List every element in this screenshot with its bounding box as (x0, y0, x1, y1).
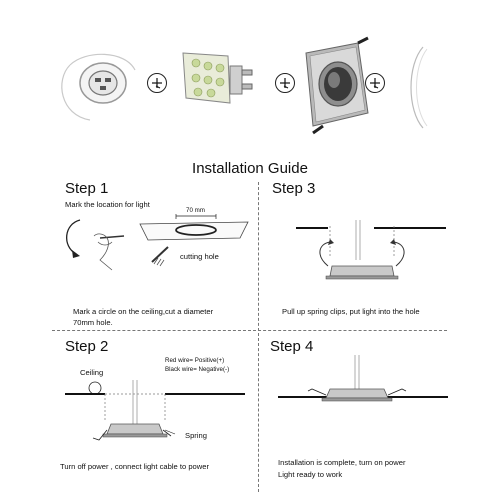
hand-drawing-icon (66, 219, 125, 271)
horizontal-divider (52, 330, 447, 331)
step1-caption-line2: 70mm hole. (73, 318, 113, 327)
step2-heading: Step 2 (65, 338, 109, 355)
step4-diagram (278, 355, 448, 402)
gu10-socket-with-spring (61, 53, 136, 121)
page-title: Installation Guide (192, 160, 308, 177)
led-bulb-image (182, 52, 253, 104)
step1-heading: Step 1 (65, 180, 109, 197)
plus-icon (147, 73, 167, 93)
step1-dim-label: 70 mm (186, 207, 205, 214)
step4-caption-line2: Light ready to work (278, 470, 343, 479)
trim-ring-image (410, 46, 428, 129)
step2-caption: Turn off power , connect light cable to … (60, 462, 210, 471)
step2-ceiling-label: Ceiling (80, 368, 104, 377)
step3-heading: Step 3 (272, 180, 316, 197)
step1-caption-line1: Mark a circle on the ceiling,cut a diame… (73, 307, 214, 316)
step3-caption: Pull up spring clips, put light into the… (282, 307, 420, 316)
step3-diagram (296, 220, 446, 280)
step2-red-wire: Red wire= Positive(+) (165, 357, 225, 364)
saw-icon (151, 246, 169, 267)
square-frame-image (305, 36, 369, 135)
step4-heading: Step 4 (270, 338, 314, 355)
step1-cut-label: cutting hole (180, 252, 219, 261)
step2-diagram (65, 380, 245, 441)
plus-icon (275, 73, 295, 93)
step2-spring-label: Spring (185, 431, 207, 440)
step4-caption-line1: Installation is complete, turn on power (278, 458, 406, 467)
plus-icon (365, 73, 385, 93)
step2-black-wire: Black wire= Negative(-) (165, 366, 230, 373)
vertical-divider (258, 182, 259, 492)
step1-mark-label: Mark the location for light (65, 200, 150, 209)
ceiling-board-diagram (139, 214, 249, 241)
